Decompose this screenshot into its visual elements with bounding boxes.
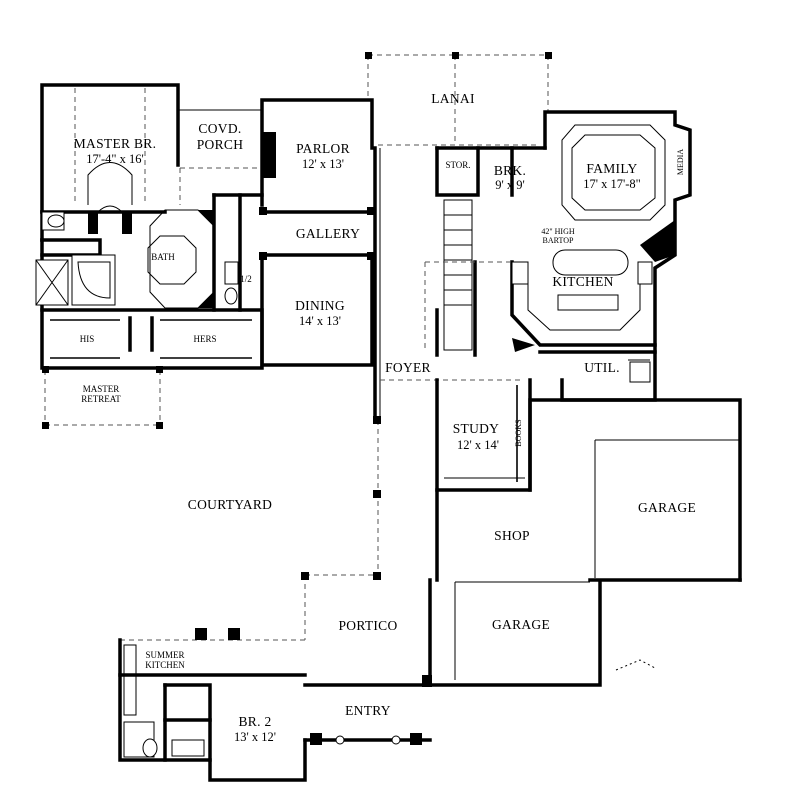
covd-porch-label-line1: COVD. — [198, 121, 241, 136]
covd-porch-label-line2: PORCH — [197, 137, 244, 152]
study-label: STUDY — [453, 421, 500, 436]
bartop-label-line1: 42" HIGH — [541, 227, 574, 236]
half-bath-label: 1/2 — [240, 274, 252, 284]
dining-label: DINING — [295, 298, 345, 313]
shop-label: SHOP — [494, 528, 530, 543]
stor-label: STOR. — [445, 160, 470, 170]
portico-courtyard-walls — [120, 416, 381, 641]
bartop-label-line2: BARTOP — [543, 236, 574, 245]
foyer-stairs-walls — [373, 146, 547, 420]
summer-kitchen-label-line1: SUMMER — [145, 650, 184, 660]
br2-label: BR. 2 — [238, 714, 271, 729]
his-label: HIS — [80, 334, 95, 344]
lanai-area — [365, 52, 552, 146]
porch-halfbath-walls — [178, 109, 264, 312]
kitchen-label: KITCHEN — [552, 274, 613, 289]
master-br-dims: 17'-4" x 16' — [86, 152, 144, 166]
parlor-dims: 12' x 13' — [302, 157, 344, 171]
media-label: MEDIA — [676, 149, 685, 175]
br2-dims: 13' x 12' — [234, 730, 276, 744]
dining-dims: 14' x 13' — [299, 314, 341, 328]
brk-label: BRK. — [494, 163, 526, 178]
foyer-label: FOYER — [385, 360, 431, 375]
parlor-gallery-dining-walls — [259, 98, 375, 367]
summer-kitchen-br2-entry-walls — [118, 628, 432, 782]
portico-label: PORTICO — [338, 618, 397, 633]
util-label: UTIL. — [584, 360, 620, 375]
hers-label: HERS — [193, 334, 216, 344]
study-dims: 12' x 14' — [457, 438, 499, 452]
master-retreat-label-line2: RETREAT — [81, 394, 121, 404]
shop-garage-front-walls — [428, 488, 656, 687]
family-dims: 17' x 17'-8" — [583, 177, 641, 191]
brk-dims: 9' x 9' — [495, 178, 525, 192]
master-retreat-label-line1: MASTER — [83, 384, 120, 394]
garage-right-walls — [528, 398, 742, 582]
entry-label: ENTRY — [345, 703, 391, 718]
courtyard-label: COURTYARD — [188, 497, 272, 512]
garage-right-label: GARAGE — [638, 500, 696, 515]
master-br-label: MASTER BR. — [74, 136, 157, 151]
family-kitchen-walls — [510, 110, 692, 354]
books-label: BOOKS — [514, 419, 523, 446]
summer-kitchen-label-line2: KITCHEN — [145, 660, 185, 670]
family-label: FAMILY — [586, 161, 637, 176]
garage-front-label: GARAGE — [492, 617, 550, 632]
bath-label: BATH — [151, 252, 175, 262]
parlor-label: PARLOR — [296, 141, 350, 156]
lanai-label: LANAI — [431, 91, 475, 106]
gallery-label: GALLERY — [296, 226, 360, 241]
master-suite-walls — [35, 83, 264, 429]
